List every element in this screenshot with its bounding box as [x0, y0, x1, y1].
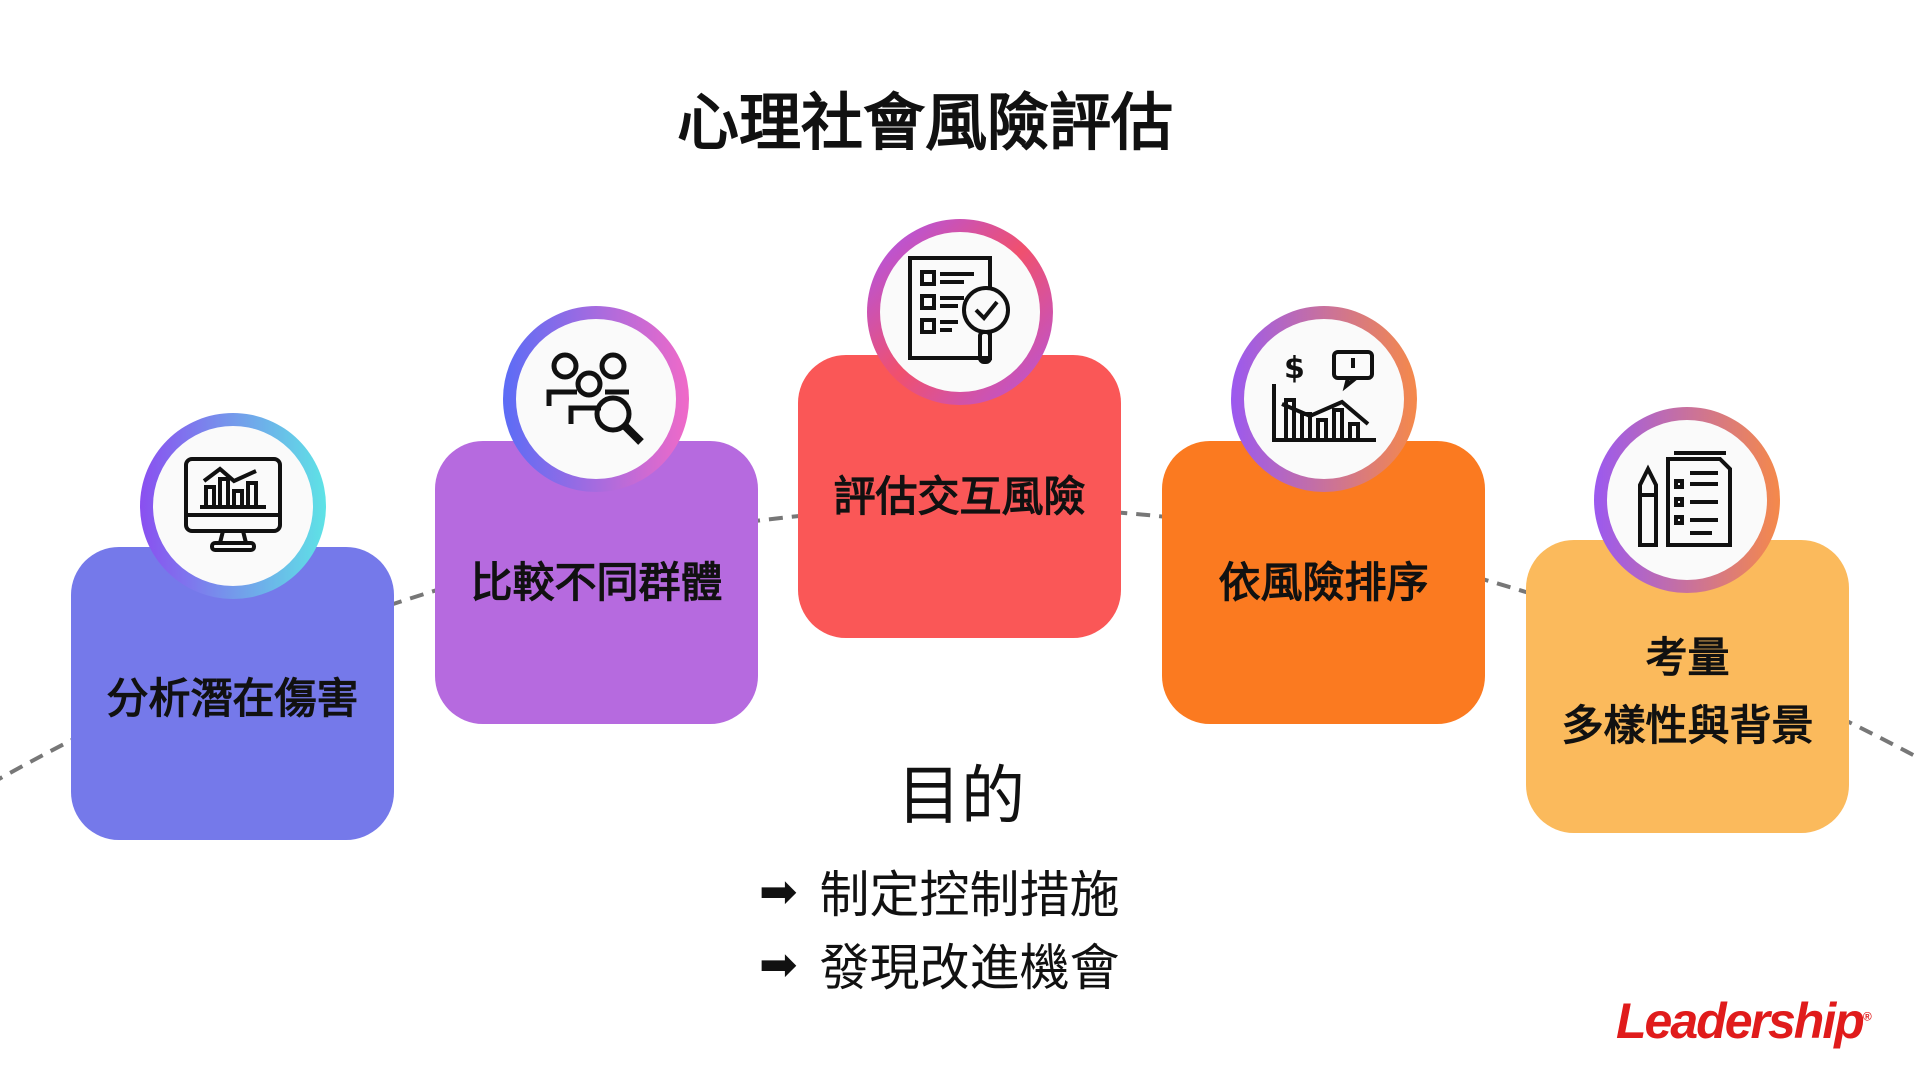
svg-text:$: $ [1284, 351, 1305, 386]
logo-registered-mark: ® [1862, 1009, 1872, 1024]
step-card-consider-diversity: 考量 多樣性與背景 [1526, 540, 1849, 833]
step-icon-ring [1594, 407, 1780, 593]
logo-text: Leadership [1616, 993, 1865, 1049]
purpose-heading: 目的 [897, 760, 1025, 834]
document-pencil-icon [1638, 451, 1732, 547]
step-icon-ring: $ [1231, 306, 1417, 492]
step-label: 依風險排序 [1218, 557, 1429, 607]
step-label: 比較不同群體 [470, 557, 723, 607]
step-icon-ring [140, 413, 326, 599]
arrow-right-icon: ➡ [759, 864, 798, 918]
leadership-logo: Leadership® [1616, 992, 1872, 1050]
monitor-chart-icon [184, 457, 282, 552]
purpose-item-text: 發現改進機會 [819, 939, 1120, 997]
arrow-right-icon: ➡ [759, 937, 798, 991]
step-label-line2: 多樣性與背景 [1561, 700, 1814, 750]
page-title: 心理社會風險評估 [676, 86, 1173, 159]
checklist-magnifier-icon [908, 256, 1010, 364]
step-label: 分析潛在傷害 [106, 673, 359, 723]
step-icon-ring [867, 219, 1053, 405]
step-label-line1: 考量 [1645, 633, 1730, 683]
step-icon-ring [503, 306, 689, 492]
purpose-item-text: 制定控制措施 [819, 866, 1120, 924]
step-label: 評估交互風險 [833, 471, 1086, 521]
purpose-item: ➡ 發現改進機會 [759, 928, 1120, 1000]
finance-chart-icon: $ [1272, 350, 1376, 442]
group-search-icon [546, 352, 644, 445]
purpose-item: ➡ 制定控制措施 [759, 855, 1120, 927]
